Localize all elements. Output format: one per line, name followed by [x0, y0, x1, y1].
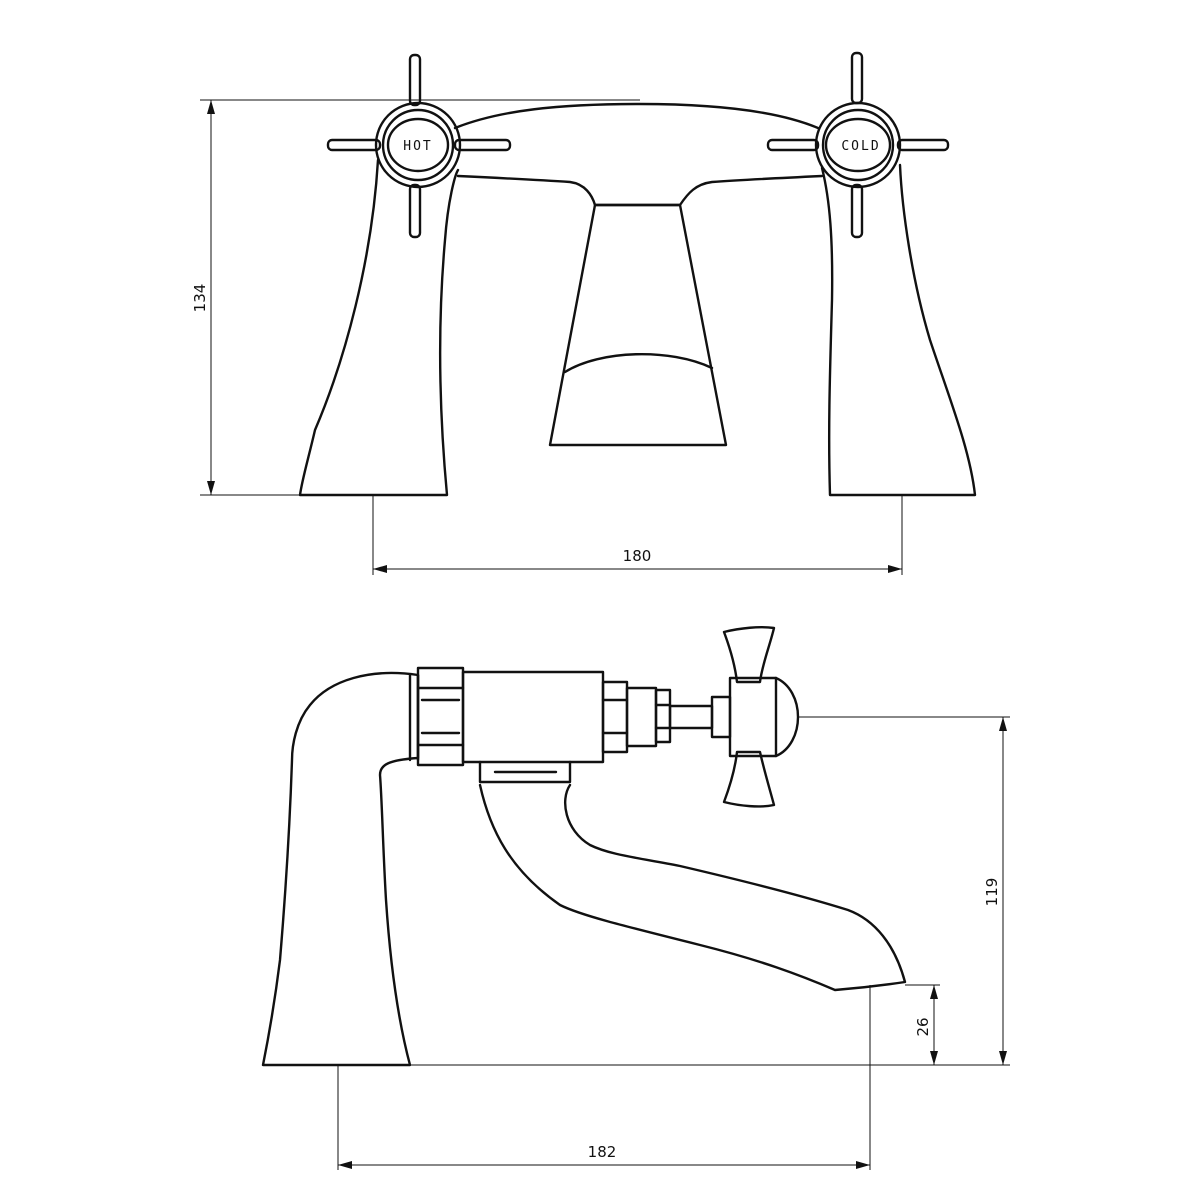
side-spout-height-dimension: 26 — [905, 984, 940, 1065]
side-handle-lower-arm — [722, 750, 776, 808]
side-small-nut — [601, 680, 629, 754]
cold-handle-bottom-arm — [850, 183, 864, 239]
side-handle-hub — [728, 676, 800, 758]
cold-handle-left-arm — [766, 138, 820, 152]
side-spindle — [668, 704, 714, 730]
side-length-dimension: 182 — [337, 985, 871, 1170]
hot-handle-outer-ring — [374, 101, 462, 189]
side-spout-height-value: 26 — [914, 1017, 932, 1036]
side-gland — [625, 686, 658, 748]
cold-handle-right-arm — [896, 138, 950, 152]
side-spout — [478, 783, 907, 992]
front-width-dimension: 180 — [372, 495, 903, 575]
side-spout-neck — [478, 760, 572, 784]
hot-handle-right-arm — [453, 138, 512, 152]
side-gland-nut — [654, 688, 672, 744]
cold-label: COLD — [841, 139, 880, 154]
cold-handle: COLD — [766, 51, 950, 239]
front-width-value: 180 — [623, 547, 652, 565]
hot-indicator-disc — [386, 117, 450, 173]
hot-handle-mid-ring — [381, 108, 455, 182]
side-spindle-collar — [710, 695, 732, 739]
cold-handle-mid-ring — [821, 108, 895, 182]
front-right-pillar — [820, 163, 977, 497]
front-height-dimension: 134 — [191, 99, 640, 496]
front-left-pillar — [298, 158, 460, 497]
side-height-dimension: 119 — [410, 716, 1010, 1066]
side-length-value: 182 — [588, 1143, 617, 1161]
cold-handle-outer-ring — [814, 101, 902, 189]
side-hex-nut — [416, 666, 465, 767]
front-spout — [548, 203, 728, 447]
side-height-value: 119 — [983, 878, 1001, 907]
side-pillar — [261, 671, 420, 1067]
front-spout-curve — [563, 352, 714, 374]
hot-handle-bottom-arm — [408, 183, 422, 239]
hot-handle-left-arm — [326, 138, 382, 152]
hot-label: HOT — [403, 139, 432, 154]
hot-handle: HOT — [326, 53, 512, 239]
cold-handle-top-arm — [850, 51, 864, 105]
side-view: 182 119 26 — [261, 626, 1010, 1170]
front-bridge-lower — [456, 174, 824, 207]
cold-indicator-disc — [824, 117, 892, 173]
front-height-value: 134 — [191, 284, 209, 313]
side-handle-upper-arm — [722, 626, 776, 684]
hot-handle-top-arm — [408, 53, 422, 107]
side-body-block — [461, 670, 605, 764]
front-bridge-top — [453, 102, 820, 130]
front-view: HOT COLD 134 18 — [191, 51, 977, 575]
